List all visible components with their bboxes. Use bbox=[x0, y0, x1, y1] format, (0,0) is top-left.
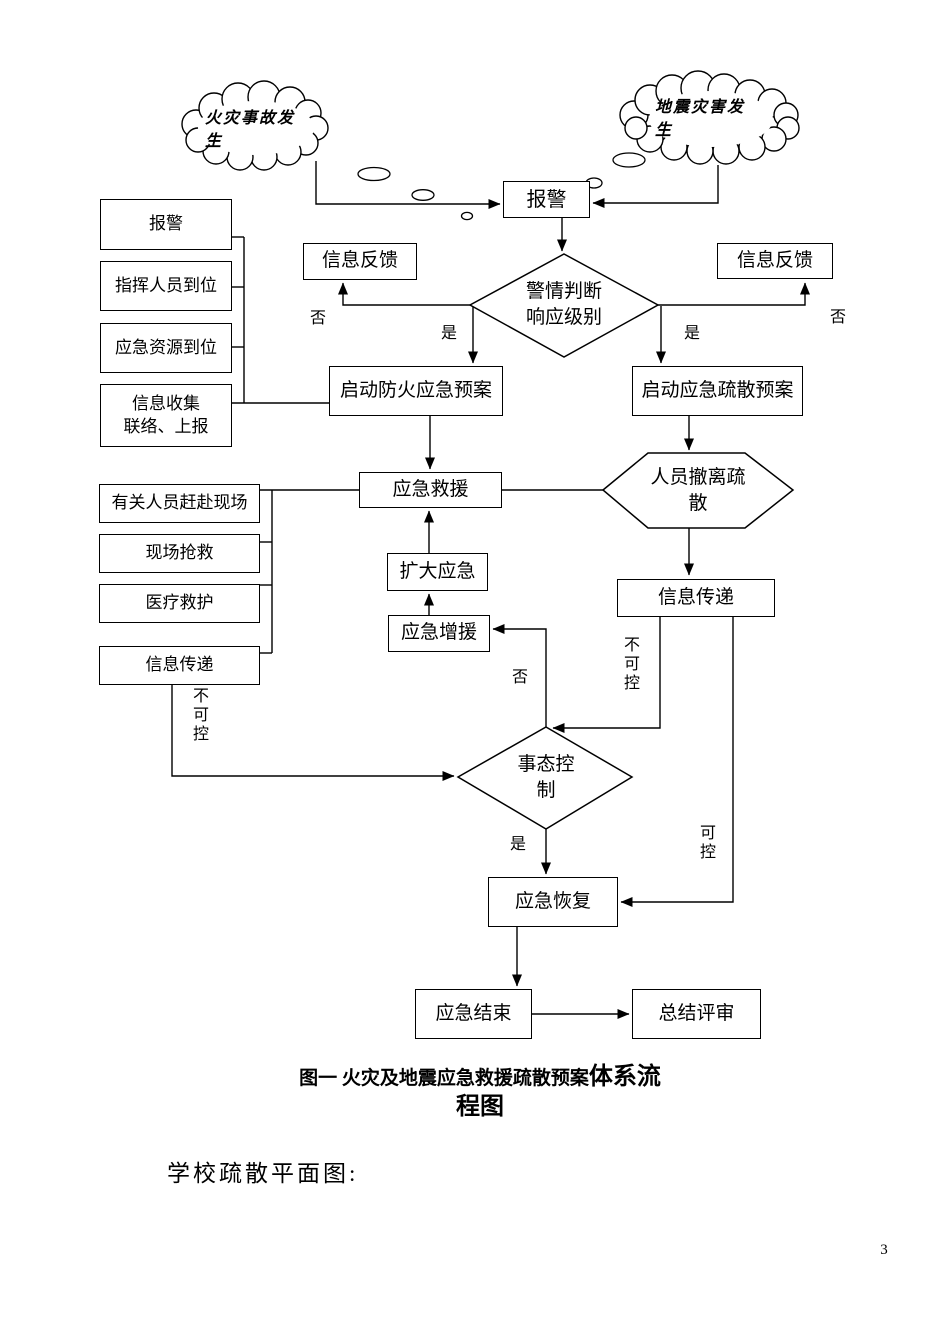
node-info-relay-left: 信息传递 bbox=[99, 646, 260, 685]
edge-label-no-reinforce: 否 bbox=[512, 669, 529, 686]
figure-caption-suffix2: 程图 bbox=[456, 1094, 504, 1120]
node-reinforce: 应急增援 bbox=[388, 615, 490, 652]
alert-decision-diamond bbox=[468, 253, 660, 358]
node-command-in-place: 指挥人员到位 bbox=[100, 261, 232, 311]
edge-relayleft-to-control bbox=[171, 685, 455, 781]
node-scene-rescue: 现场抢救 bbox=[99, 534, 260, 573]
edge-label-yes-controlled: 是 bbox=[510, 836, 527, 853]
edge-label-yes-right: 是 bbox=[684, 325, 701, 342]
node-staff-to-scene: 有关人员赶赴现场 bbox=[99, 484, 260, 523]
node-feedback-left: 信息反馈 bbox=[303, 243, 417, 280]
edge-quake-to-alarm bbox=[592, 165, 719, 208]
figure-caption-line1: 图一 火灾及地震应急救援疏散预案体系流 bbox=[150, 1062, 810, 1092]
node-start-evac-plan: 启动应急疏散预案 bbox=[632, 366, 803, 416]
figure-caption-suffix1: 体系流 bbox=[588, 1064, 661, 1090]
edge-label-yes-left: 是 bbox=[441, 325, 458, 342]
node-feedback-right: 信息反馈 bbox=[717, 243, 833, 279]
node-review: 总结评审 bbox=[632, 989, 761, 1039]
node-start-fire-plan: 启动防火应急预案 bbox=[329, 366, 503, 416]
page-number: 3 bbox=[880, 1242, 888, 1258]
section-heading-evacuation-plan: 学校疏散平面图: bbox=[167, 1161, 359, 1186]
edge-label-no-left: 否 bbox=[310, 310, 327, 327]
fire-cloud-label: 火灾事故发 生 bbox=[205, 110, 296, 151]
edge-fire-to-alarm bbox=[315, 161, 501, 209]
node-resources-in-place: 应急资源到位 bbox=[100, 323, 232, 373]
node-rescue: 应急救援 bbox=[359, 472, 502, 508]
node-recovery: 应急恢复 bbox=[488, 877, 618, 927]
control-decision-diamond bbox=[456, 726, 634, 830]
flow-connectors bbox=[171, 161, 810, 1019]
edge-label-controllable: 可控 bbox=[700, 825, 717, 861]
node-medical-care: 医疗救护 bbox=[99, 584, 260, 623]
edge-label-no-right: 否 bbox=[830, 309, 847, 326]
edge-control-to-reinforce bbox=[492, 624, 547, 727]
earthquake-cloud-label: 地震灾害发 生 bbox=[655, 99, 746, 140]
node-alarm: 报警 bbox=[503, 181, 590, 218]
earthquake-cloud-shape bbox=[619, 70, 800, 165]
edge-relayright-to-recovery bbox=[620, 617, 734, 907]
node-info-collection: 信息收集 联络、上报 bbox=[100, 384, 232, 447]
edge-label-uncontrollable-right: 不可控 bbox=[624, 637, 641, 692]
fire-cloud-shape bbox=[181, 80, 329, 171]
node-info-relay-right: 信息传递 bbox=[617, 579, 775, 617]
edge-decision-to-feedback-right bbox=[658, 282, 810, 306]
node-finish: 应急结束 bbox=[415, 989, 532, 1039]
figure-caption: 图一 火灾及地震应急救援疏散预案体系流 程图 bbox=[150, 1062, 810, 1122]
node-expand-response: 扩大应急 bbox=[387, 553, 488, 591]
evacuate-hexagon bbox=[601, 452, 795, 529]
edge-label-uncontrollable-left: 不可控 bbox=[193, 688, 210, 743]
figure-caption-prefix: 图一 火灾及地震应急救援疏散预案 bbox=[299, 1068, 589, 1089]
edge-relayright-to-control bbox=[552, 617, 661, 733]
edge-decision-to-feedback-left bbox=[338, 282, 470, 306]
thought-trail-bubbles bbox=[357, 152, 646, 221]
node-alarm-side: 报警 bbox=[100, 199, 232, 250]
